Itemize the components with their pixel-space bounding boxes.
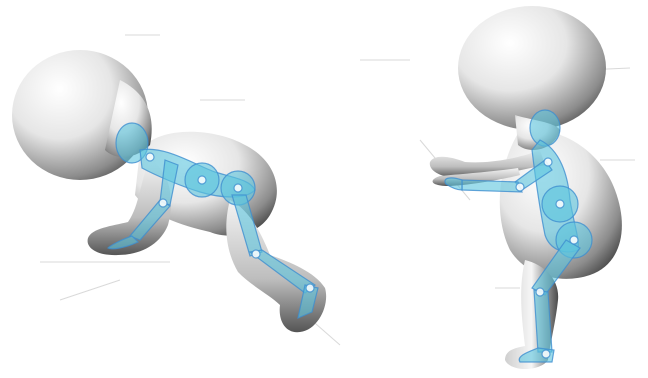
joint-ankle [542, 350, 550, 358]
joint-hip [234, 184, 242, 192]
standing-figure [430, 6, 622, 369]
joint-chest [556, 200, 564, 208]
skeleton-forearm [462, 180, 522, 192]
joint-shoulder [146, 153, 154, 161]
joint-chest [198, 176, 206, 184]
joint-hip [570, 236, 578, 244]
skeleton-head [530, 110, 560, 146]
joint-shoulder [544, 158, 552, 166]
joint-ankle [306, 284, 314, 292]
skeleton-hand [445, 178, 462, 190]
joint-knee [536, 288, 544, 296]
joint-knee [252, 250, 260, 258]
joint-elbow [516, 183, 524, 191]
joint-elbow [159, 199, 167, 207]
crawling-figure [12, 50, 326, 332]
